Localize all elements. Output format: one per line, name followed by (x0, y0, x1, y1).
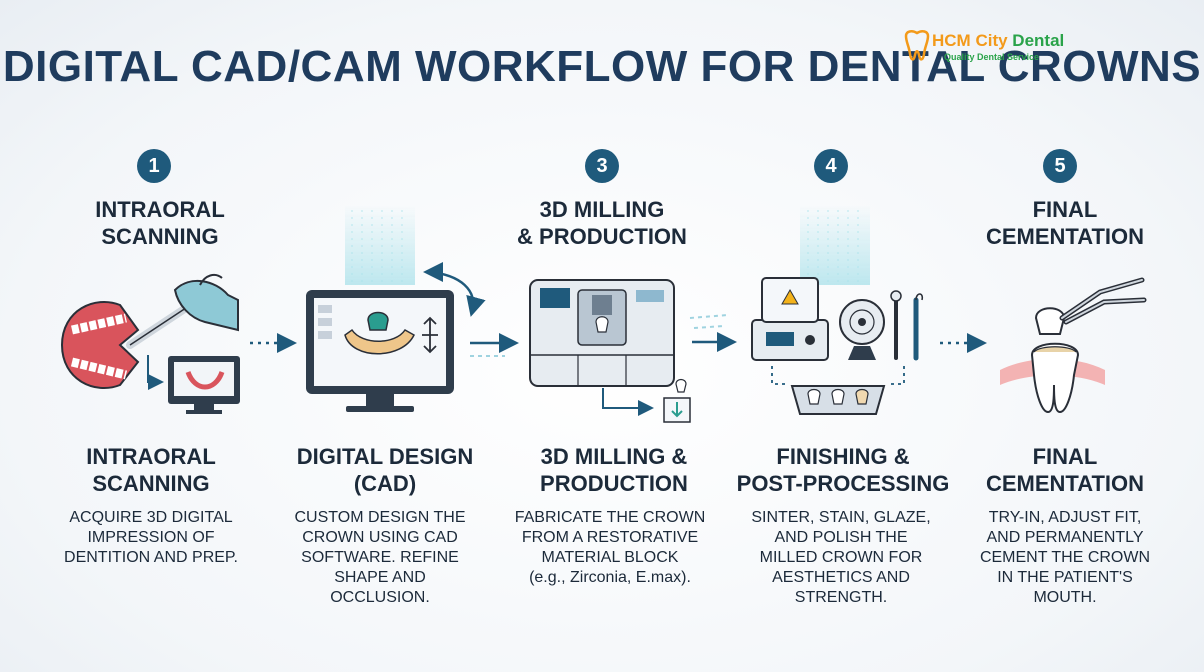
sintering-furnace-icon (751, 277, 924, 415)
cad-monitor-icon (306, 262, 486, 412)
milling-machine-icon (529, 279, 691, 423)
step-3-heading: 3D MILLING & PRODUCTION (540, 444, 688, 496)
step-4-number: 4 (814, 149, 848, 183)
step-1-number: 1 (137, 149, 171, 183)
step-2-description: CUSTOM DESIGN THE CROWN USING CAD SOFTWA… (294, 509, 466, 606)
tooth-logo-icon (904, 30, 930, 61)
step-5-top-label: FINAL CEMENTATION (985, 197, 1145, 249)
step-1-description: ACQUIRE 3D DIGITAL IMPRESSION OF DENTITI… (64, 509, 238, 566)
logo-name: HCM City Dental (932, 31, 1065, 50)
glow-column-right (800, 205, 870, 285)
step-3-description: FABRICATE THE CROWN FROM A RESTORATIVE M… (514, 509, 706, 586)
step-3-top-label: 3D MILLING & PRODUCTION (517, 197, 687, 249)
step-5-heading: FINAL CEMENTATION (985, 444, 1145, 496)
step-1-top-label: INTRAORAL SCANNING (95, 197, 225, 249)
step-4-heading: FINISHING & POST-PROCESSING (736, 444, 950, 496)
connector-arrow-2 (470, 333, 519, 357)
step-5-description: TRY-IN, ADJUST FIT, AND PERMANENTLY CEME… (979, 509, 1151, 606)
connector-arrow-3 (689, 314, 737, 352)
crown-cementation-icon (1000, 277, 1147, 414)
step-1-heading: INTRAORAL SCANNING (86, 444, 216, 496)
intraoral-scanner-icon (60, 273, 240, 414)
logo-tagline: Quality Dental Service (944, 52, 1040, 62)
step-3-number: 3 (585, 149, 619, 183)
step-2-heading: DIGITAL DESIGN (CAD) (296, 444, 474, 496)
step-5-number: 5 (1043, 149, 1077, 183)
page-title: DIGITAL CAD/CAM WORKFLOW FOR DENTAL CROW… (2, 42, 1202, 91)
glow-column-left (345, 205, 415, 285)
brand-logo: HCM City Dental Quality Dental Service (900, 30, 1080, 66)
step-4-description: SINTER, STAIN, GLAZE, AND POLISH THE MIL… (751, 509, 931, 606)
